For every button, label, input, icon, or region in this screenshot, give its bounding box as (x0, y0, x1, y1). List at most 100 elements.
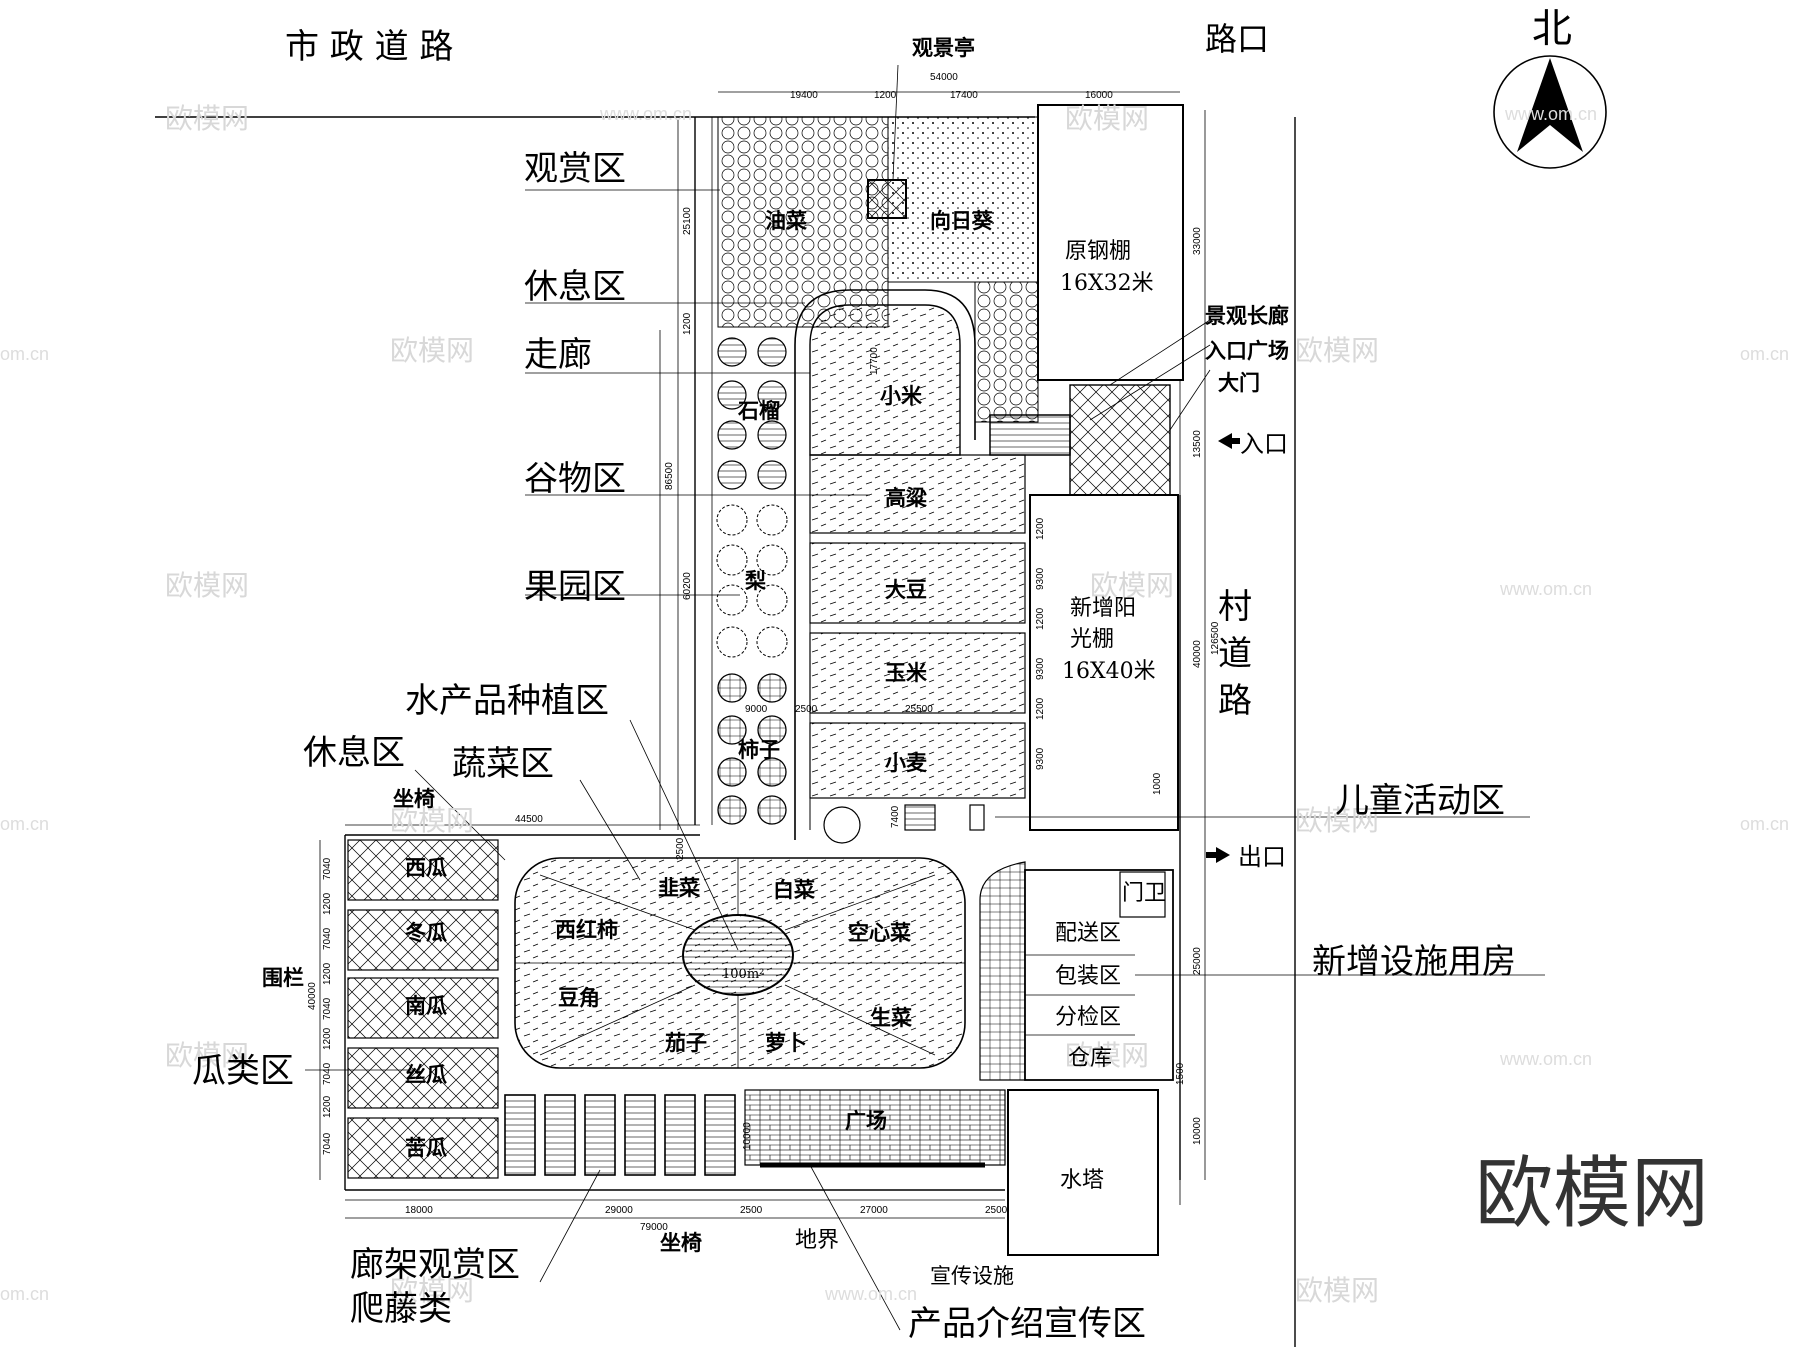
persimmon-tree (717, 715, 747, 745)
watermark-short: om.cn (0, 1284, 49, 1304)
corridor-path (794, 289, 976, 840)
dim-right-3: 126500 (1210, 621, 1221, 655)
dim-mid-9000: 9000 (745, 704, 768, 715)
melon-plots (347, 839, 499, 1179)
persimmon-tree (757, 715, 787, 745)
pear-tree (756, 626, 788, 658)
boundary-label: 地界 (795, 1228, 839, 1253)
water-tower-building (1007, 1089, 1159, 1256)
entrance-label: 入口 (1240, 430, 1288, 458)
callout-rest-top: 休息区 (524, 267, 626, 307)
veg-divider (784, 874, 936, 931)
zone-corn: 玉米 (885, 660, 928, 685)
callout-orchard: 果园区 (524, 567, 626, 607)
watermark-text: 欧模网 (1065, 102, 1149, 135)
dim-grain-1200: 1200 (1035, 607, 1046, 630)
callout-promo-area: 产品介绍宣传区 (908, 1304, 1146, 1344)
dim-row-1200: 1200 (322, 1095, 333, 1118)
sunflower-field (887, 116, 1039, 283)
dim-left-4: 60200 (682, 572, 693, 600)
loofah-plot (347, 1047, 499, 1109)
zone-loofah: 丝瓜 (405, 1062, 447, 1087)
pear-tree (716, 626, 748, 658)
callout-grain: 谷物区 (524, 459, 626, 499)
zone-sunshed-line1: 新增阳 (1070, 596, 1136, 621)
persimmon-tree (717, 757, 747, 787)
watermark-short: om.cn (1740, 344, 1789, 364)
veg-divider (539, 874, 696, 931)
north-arrow (1493, 55, 1607, 169)
dim-row-1200: 1200 (322, 892, 333, 915)
dim-right-6: 10000 (1192, 1117, 1203, 1145)
dim-right-2: 13500 (1192, 430, 1203, 458)
pomegranate-tree (757, 380, 787, 410)
zone-beans: 豆角 (558, 985, 600, 1010)
entrance-arrow-icon (1218, 433, 1232, 449)
pavilion-leader (892, 64, 899, 181)
dim-bottom-5: 2500 (985, 1205, 1008, 1216)
zone-plaza: 广场 (845, 1108, 887, 1133)
dim-bottom-1: 18000 (405, 1205, 433, 1216)
pomegranate-tree (717, 337, 747, 367)
watermark-site: www.om.cn (1499, 1049, 1592, 1069)
callout-promo-facilities: 宣传设施 (930, 1264, 1014, 1288)
zone-sorting: 分检区 (1055, 1005, 1121, 1030)
dim-melon-height: 40000 (307, 982, 318, 1010)
viewing-zone-hex-right (974, 281, 1039, 423)
zone-sorghum: 高粱 (885, 485, 928, 510)
dim-row-1200: 1200 (322, 1027, 333, 1050)
new-sun-shed (1029, 494, 1179, 831)
trellis-bed (704, 1094, 736, 1176)
trellis-bed (584, 1094, 616, 1176)
zone-sunflower: 向日葵 (930, 208, 994, 233)
persimmon-tree (717, 673, 747, 703)
zone-pumpkin: 南瓜 (405, 993, 447, 1018)
watermark-site: www.om.cn (824, 1284, 917, 1304)
callout-seat-top: 坐椅 (393, 786, 435, 811)
zone-persimmon: 柿子 (738, 737, 780, 762)
wheat-field (809, 722, 1026, 799)
callout-climbing: 爬藤类 (350, 1289, 452, 1329)
dim-left-3: 86500 (664, 462, 675, 490)
dim-melon-width: 44500 (515, 814, 543, 825)
watermark-short: om.cn (0, 344, 49, 364)
exit-label: 出口 (1238, 843, 1286, 871)
persimmon-tree (757, 673, 787, 703)
exit-arrow-icon (1216, 847, 1230, 863)
zone-bitter-melon: 苦瓜 (405, 1135, 447, 1160)
dim-grain-1200: 1200 (1035, 517, 1046, 540)
zone-radish: 萝卜 (765, 1030, 807, 1055)
dim-grain-9300: 9300 (1035, 747, 1046, 770)
dim-row-7040: 7040 (322, 1132, 333, 1155)
soybean-field (809, 542, 1026, 624)
dim-top-4: 16000 (1085, 90, 1113, 101)
watermark-site: www.om.cn (1499, 579, 1592, 599)
callout-vegetable: 蔬菜区 (452, 744, 554, 784)
dim-mid-25500: 25500 (905, 704, 933, 715)
leader-promo-area (809, 1164, 901, 1331)
dim-top-3: 17400 (950, 90, 978, 101)
orchard-trees (716, 337, 788, 825)
facility-building (1024, 869, 1174, 1081)
dim-millet-17700: 17700 (869, 347, 880, 375)
watermark-text: 欧模网 (1295, 804, 1379, 837)
zone-water-spinach: 空心菜 (848, 920, 911, 945)
watermark-logo: 欧模网 (1475, 1149, 1709, 1239)
village-road-label-3: 路 (1218, 681, 1252, 721)
zone-cabbage: 白菜 (773, 877, 815, 902)
dim-row-1200: 1200 (322, 962, 333, 985)
zone-center-area: 100m² (722, 967, 764, 982)
facility-path (979, 861, 1026, 1081)
pomegranate-tree (757, 337, 787, 367)
dim-small-1000: 1000 (1152, 772, 1163, 795)
north-arrow-pointer (1517, 58, 1583, 152)
callout-landscape-corridor: 景观长廊 (1205, 303, 1289, 328)
callout-pavilion: 观景亭 (912, 35, 975, 60)
play-circle (823, 806, 861, 844)
veg-divider (784, 984, 936, 1056)
zone-watermelon: 西瓜 (405, 855, 447, 880)
rapeseed-field (717, 116, 889, 328)
callout-gate: 大门 (1218, 370, 1260, 395)
pear-tree (756, 544, 788, 576)
pomegranate-tree (717, 420, 747, 450)
